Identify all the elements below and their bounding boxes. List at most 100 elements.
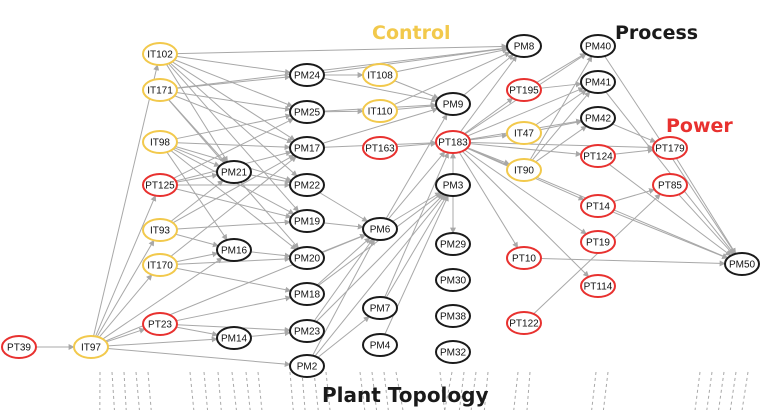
- node-pm38[interactable]: PM38: [435, 304, 471, 328]
- node-it170[interactable]: IT170: [142, 253, 178, 277]
- edge-IT170-PM16: [176, 251, 219, 263]
- edge-IT170-PM18: [176, 267, 292, 293]
- node-pt179[interactable]: PT179: [652, 136, 688, 160]
- edge-IT90-PM42: [535, 125, 587, 163]
- node-pm41[interactable]: PM41: [580, 70, 616, 94]
- node-shape: [506, 78, 542, 102]
- node-it108[interactable]: IT108: [362, 63, 398, 87]
- node-label: PM23: [294, 327, 321, 338]
- node-pm3[interactable]: PM3: [435, 173, 471, 197]
- edge-PM24-PM9: [323, 77, 438, 103]
- diagram-title: Plant Topology: [322, 383, 489, 407]
- node-pt85[interactable]: PT85: [652, 173, 688, 197]
- offscreen-edge-stub: [371, 371, 378, 410]
- node-pm4[interactable]: PM4: [362, 333, 398, 357]
- node-shape: [506, 158, 542, 182]
- node-pt10[interactable]: PT10: [506, 246, 542, 270]
- edge-IT110-PM9: [396, 103, 437, 110]
- node-pm2[interactable]: PM2: [289, 354, 325, 378]
- node-pt122[interactable]: PT122: [506, 311, 542, 335]
- node-pm21[interactable]: PM21: [216, 160, 252, 184]
- node-pm29[interactable]: PM29: [435, 232, 471, 256]
- node-pt114[interactable]: PT114: [580, 274, 616, 298]
- edge-PT10-PM50: [540, 257, 726, 267]
- edge-IT98-PM25: [176, 113, 292, 140]
- node-pt39[interactable]: PT39: [1, 335, 37, 359]
- node-pt125[interactable]: PT125: [142, 173, 178, 197]
- node-shape: [435, 268, 471, 292]
- node-pt23[interactable]: PT23: [142, 312, 178, 336]
- offscreen-edge-stub: [694, 371, 701, 410]
- node-pm9[interactable]: PM9: [435, 92, 471, 116]
- node-pm32[interactable]: PM32: [435, 340, 471, 364]
- node-pm6[interactable]: PM6: [362, 217, 398, 241]
- node-pm20[interactable]: PM20: [289, 246, 325, 270]
- edge-PT183-PT114: [461, 150, 590, 278]
- node-pm19[interactable]: PM19: [289, 209, 325, 233]
- node-pm40[interactable]: PM40: [580, 34, 616, 58]
- node-pt124[interactable]: PT124: [580, 144, 616, 168]
- node-pm16[interactable]: PM16: [216, 238, 252, 262]
- node-it171[interactable]: IT171: [142, 78, 178, 102]
- edge-IT98-PM20: [170, 150, 297, 250]
- node-shape: [289, 136, 325, 160]
- node-shape: [289, 63, 325, 87]
- offscreen-edge-stub: [444, 371, 453, 410]
- node-it110[interactable]: IT110: [362, 99, 398, 123]
- legend-process: Process: [615, 22, 699, 44]
- node-label: PM18: [294, 290, 321, 301]
- node-pm7[interactable]: PM7: [362, 296, 398, 320]
- node-shape: [362, 296, 398, 320]
- node-pm50[interactable]: PM50: [724, 252, 760, 276]
- node-shape: [506, 34, 542, 58]
- node-label: IT110: [368, 107, 393, 118]
- edge-IT93-PM16: [175, 233, 219, 248]
- edge-PT183-PT10: [458, 151, 519, 249]
- node-pt19[interactable]: PT19: [580, 230, 616, 254]
- node-pm23[interactable]: PM23: [289, 319, 325, 343]
- node-pm17[interactable]: PM17: [289, 136, 325, 160]
- edge-IT171-PM17: [174, 95, 294, 144]
- node-shape: [289, 246, 325, 270]
- node-pm24[interactable]: PM24: [289, 63, 325, 87]
- node-pm14[interactable]: PM14: [216, 326, 252, 350]
- edge-PT183-PT124: [469, 143, 582, 157]
- node-shape: [580, 70, 616, 94]
- node-pt163[interactable]: PT163: [362, 136, 398, 160]
- edge-PT122-PT85: [533, 193, 661, 315]
- edge-IT171-PM25: [176, 91, 292, 112]
- node-it102[interactable]: IT102: [142, 42, 178, 66]
- node-label: IT98: [150, 138, 170, 149]
- node-it98[interactable]: IT98: [142, 130, 178, 154]
- node-shape: [216, 238, 252, 262]
- edge-layer: [36, 43, 737, 368]
- node-shape: [142, 312, 178, 336]
- node-it97[interactable]: IT97: [73, 335, 109, 359]
- node-shape: [289, 354, 325, 378]
- edge-IT97-PM2: [107, 347, 291, 368]
- node-pm22[interactable]: PM22: [289, 173, 325, 197]
- node-pm8[interactable]: PM8: [506, 34, 542, 58]
- offscreen-edge-stub: [729, 371, 737, 410]
- edge-PM16-PM20: [250, 251, 291, 259]
- node-pt14[interactable]: PT14: [580, 194, 616, 218]
- node-it93[interactable]: IT93: [142, 218, 178, 242]
- edge-PM2-PM7: [317, 316, 370, 358]
- node-shape: [362, 99, 398, 123]
- edge-PM18-PM6: [316, 237, 371, 286]
- node-shape: [289, 282, 325, 306]
- edge-PT183-PT19: [464, 149, 587, 235]
- node-pm18[interactable]: PM18: [289, 282, 325, 306]
- node-shape: [506, 121, 542, 145]
- node-it47[interactable]: IT47: [506, 121, 542, 145]
- node-pt183[interactable]: PT183: [435, 130, 471, 154]
- node-pm42[interactable]: PM42: [580, 106, 616, 130]
- node-label: PT39: [7, 343, 31, 354]
- node-pt195[interactable]: PT195: [506, 78, 542, 102]
- node-pm30[interactable]: PM30: [435, 268, 471, 292]
- node-shape: [724, 252, 760, 276]
- node-pm25[interactable]: PM25: [289, 100, 325, 124]
- offscreen-edge-stub: [111, 371, 115, 410]
- node-it90[interactable]: IT90: [506, 158, 542, 182]
